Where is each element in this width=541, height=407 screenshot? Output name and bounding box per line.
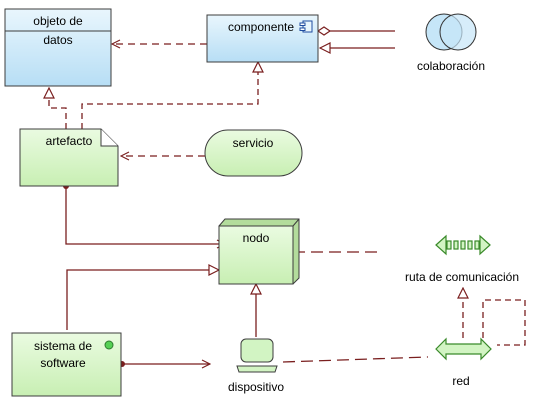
communication-path-icon (435, 234, 491, 256)
node-label: nodo (243, 231, 270, 245)
network-self-loop[interactable] (482, 299, 526, 346)
connections (49, 31, 526, 364)
assignment-artifact-node[interactable] (66, 186, 225, 244)
system-software-icon (104, 340, 114, 350)
artifact[interactable]: artefacto (19, 128, 119, 187)
technology-service[interactable]: servicio (204, 129, 303, 177)
network-icon (435, 337, 492, 361)
association-device-network[interactable] (282, 356, 429, 363)
component-label: componente (228, 20, 294, 34)
component-icon (299, 20, 313, 33)
application-component[interactable]: componente (206, 14, 319, 63)
network[interactable]: red (435, 337, 492, 388)
node[interactable]: nodo (218, 218, 300, 285)
device[interactable]: dispositivo (228, 338, 284, 394)
collaboration-icon (425, 13, 477, 51)
device-label: dispositivo (228, 380, 284, 394)
realization-artifact-to-component[interactable] (81, 62, 258, 129)
collaboration-label: colaboración (417, 59, 485, 73)
artifact-fold-icon (100, 129, 118, 147)
communication-path[interactable]: ruta de comunicación (405, 234, 519, 284)
data-object-label-line2: datos (43, 33, 72, 47)
artifact-label: artefacto (46, 134, 93, 148)
system-software[interactable]: sistema de software (11, 332, 122, 397)
data-object-label-line1: objeto de (33, 14, 83, 28)
realization-system-software-node[interactable] (66, 270, 219, 330)
device-icon (236, 338, 278, 373)
collaboration[interactable]: colaboración (417, 13, 485, 73)
system-software-label-line1: sistema de (34, 339, 92, 353)
realization-artifact-to-data-object[interactable] (49, 88, 67, 129)
network-label: red (452, 374, 469, 388)
data-object[interactable]: objeto de datos (4, 8, 112, 87)
service-label: servicio (233, 136, 274, 150)
communication-path-label: ruta de comunicación (405, 270, 519, 284)
system-software-label-line2: software (40, 356, 86, 370)
